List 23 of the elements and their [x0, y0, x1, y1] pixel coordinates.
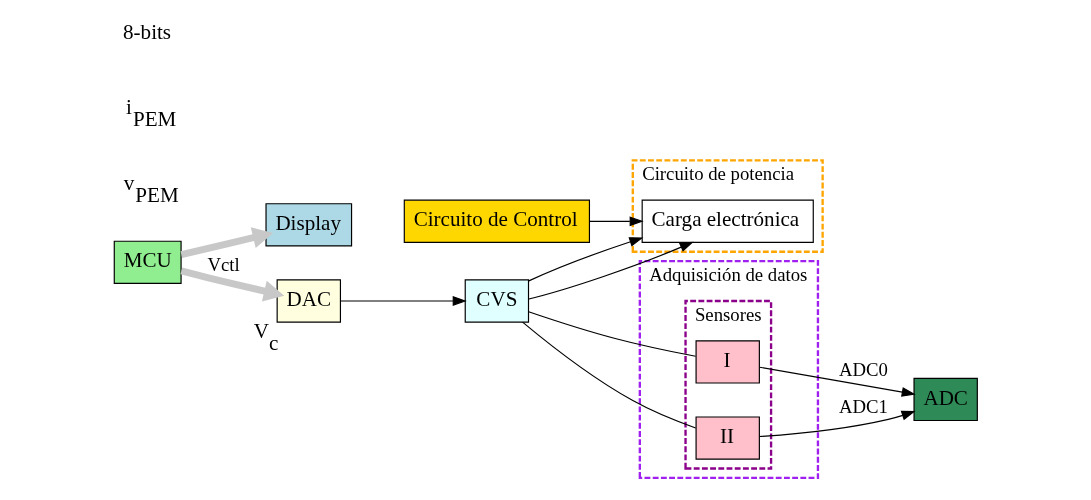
node-box: ADC	[913, 377, 978, 422]
node-box: I	[695, 340, 760, 384]
arrow	[758, 410, 916, 438]
connector	[521, 321, 697, 429]
node-box: MCU	[113, 240, 182, 284]
edge-label: Vctl	[207, 254, 240, 276]
label: 8-bits	[123, 19, 172, 44]
node-box: CVS	[464, 279, 530, 323]
node-box: DAC	[276, 279, 341, 323]
arrow	[180, 227, 274, 259]
arrow	[589, 216, 644, 227]
edge-label: ADC1	[839, 396, 888, 418]
node-box: Carga electrónica	[641, 199, 814, 243]
arrow	[759, 366, 916, 397]
node-box: Circuito de Control	[403, 199, 591, 243]
edge-label: ADC0	[839, 358, 888, 380]
arrow	[528, 237, 644, 282]
node-box: Display	[265, 203, 353, 247]
node-box: II	[695, 416, 760, 460]
arrow	[340, 296, 467, 306]
arrow	[528, 241, 694, 300]
connector	[528, 311, 697, 357]
arrow	[180, 267, 285, 302]
